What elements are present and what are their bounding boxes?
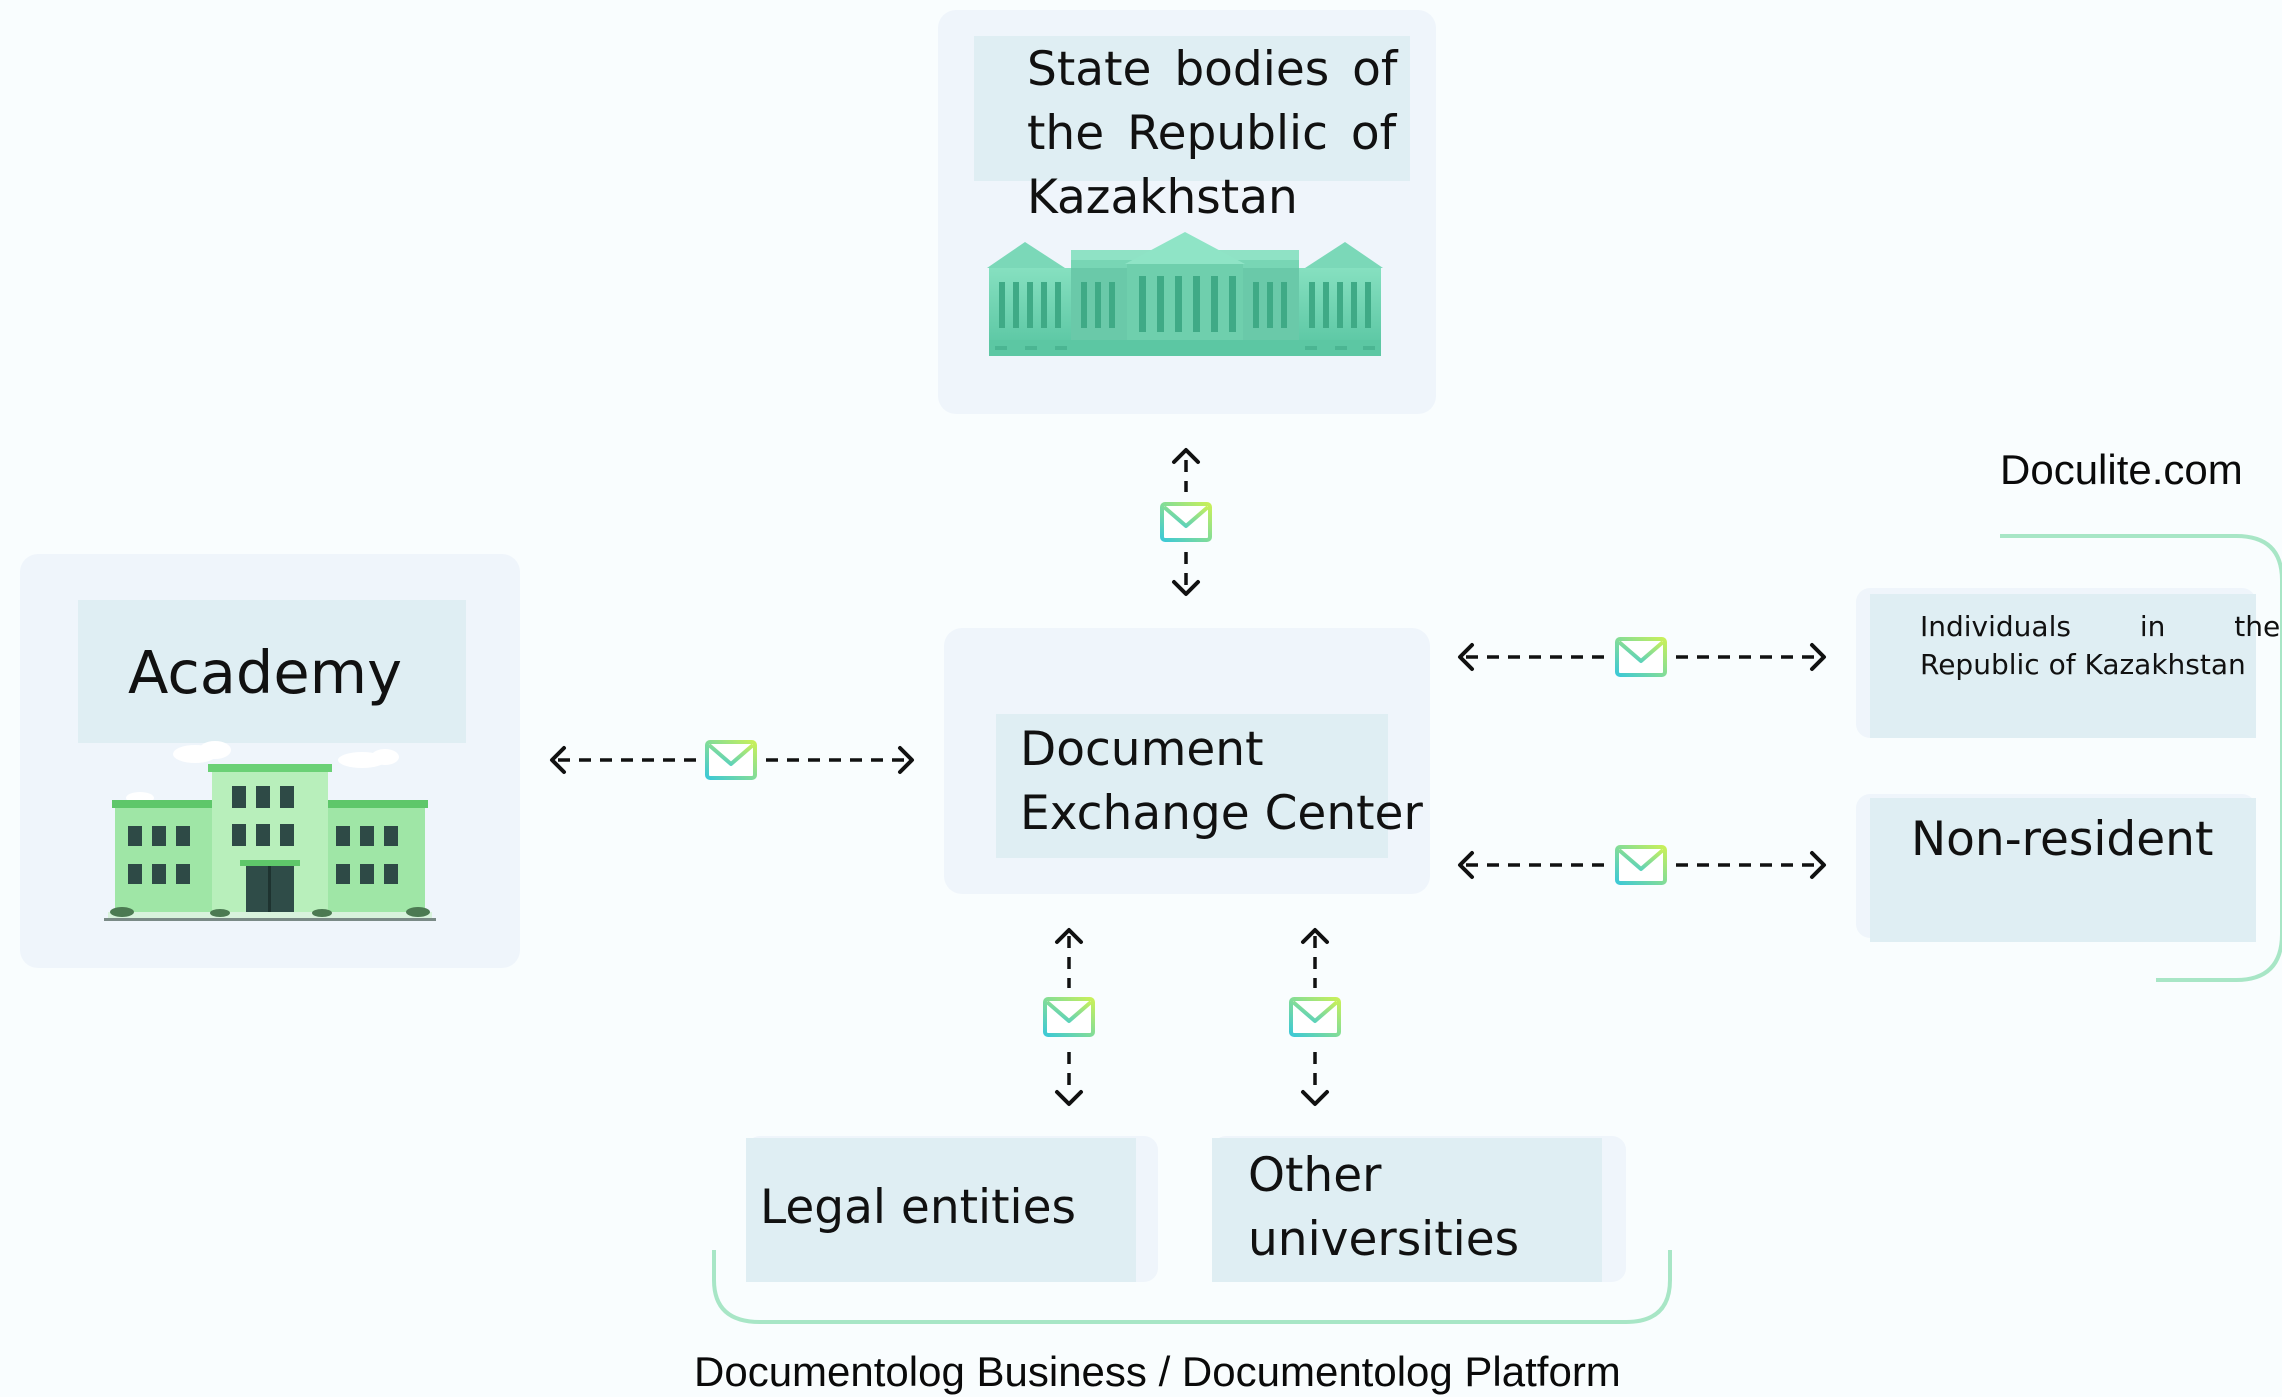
- state-bodies-line-3: Kazakhstan: [1027, 170, 1298, 225]
- double-arrow-icon: [1172, 448, 1200, 464]
- doculite-brand: Doculite.com: [2000, 446, 2243, 493]
- individuals-label-box: [1870, 594, 2256, 738]
- non-resident-label-box: [1870, 798, 2256, 942]
- government-building-icon: [987, 232, 1383, 356]
- state-bodies-line-2: the Republic of: [1027, 106, 1397, 161]
- legal-entities-label-box: [746, 1138, 1136, 1282]
- documentolog-brand: Documentolog Business / Documentolog Pla…: [694, 1348, 1621, 1395]
- exchange-center-line-2: Exchange Center: [1020, 786, 1423, 841]
- legal-entities-label: Legal entities: [760, 1180, 1076, 1235]
- state-bodies-line-1: State bodies of: [1027, 42, 1398, 97]
- envelope-icon: [1615, 637, 1667, 677]
- academy-label-box: [78, 600, 466, 743]
- exchange-center-line-1: Document: [1020, 722, 1264, 777]
- individuals-line-1: Individuals in the: [1920, 610, 2281, 643]
- individuals-line-2: Republic of Kazakhstan: [1920, 648, 2246, 681]
- exchange-center-label-box: [996, 714, 1388, 858]
- other-universities-label-box: [1212, 1138, 1602, 1282]
- academy-label: Academy: [128, 638, 403, 707]
- envelope-icon: [1289, 997, 1341, 1037]
- envelope-icon: [1615, 845, 1667, 885]
- state-bodies-label-box: [974, 36, 1410, 181]
- academy-building-icon: [104, 741, 436, 921]
- envelope-icon: [1043, 997, 1095, 1037]
- other-universities-line-1: Other: [1248, 1148, 1382, 1203]
- envelope-icon: [705, 740, 757, 780]
- non-resident-label: Non-resident: [1911, 812, 2214, 867]
- envelope-icon: [1160, 502, 1212, 542]
- other-universities-line-2: universities: [1248, 1212, 1520, 1267]
